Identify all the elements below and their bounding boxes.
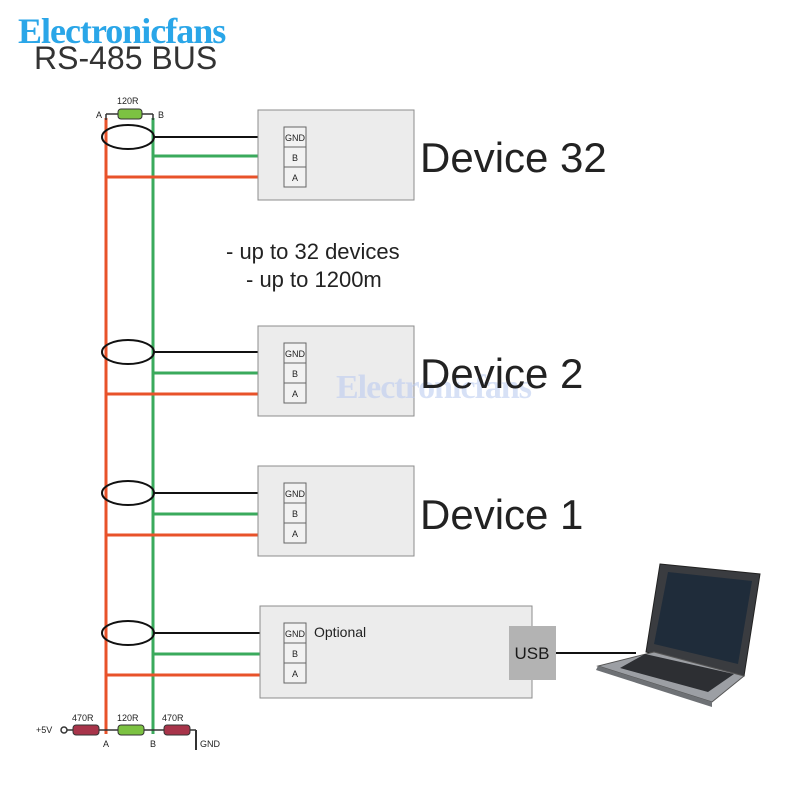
note-distance: - up to 1200m — [246, 267, 382, 292]
top-termination: 120R A B — [96, 96, 164, 120]
terminal-gnd: GND — [285, 349, 306, 359]
bottom-line-a-label: A — [103, 739, 109, 749]
termination-resistor-top — [117, 108, 143, 120]
device-32-block: GND B A — [101, 109, 415, 201]
terminal-b: B — [292, 509, 298, 519]
bottom-line-b-label: B — [150, 739, 156, 749]
ground-label: GND — [200, 739, 221, 749]
terminal-gnd: GND — [285, 489, 306, 499]
optional-label: Optional — [314, 624, 366, 640]
terminal-b: B — [292, 153, 298, 163]
laptop-icon — [596, 563, 761, 707]
terminal-a: A — [292, 529, 298, 539]
terminal-block: GND B A — [283, 622, 307, 684]
terminal-a: A — [292, 669, 298, 679]
supply-label: +5V — [36, 725, 52, 735]
bias-resistor-b — [163, 724, 191, 736]
diagram-title: RS-485 BUS — [34, 40, 218, 76]
termination-resistor-top-label: 120R — [117, 96, 139, 106]
usb-port — [509, 626, 556, 680]
terminal-a: A — [292, 173, 298, 183]
twisted-pair-ellipse — [101, 124, 155, 150]
terminal-block: GND B A — [283, 482, 307, 544]
note-devices: - up to 32 devices — [226, 239, 400, 264]
usb-adapter-block: GND B A Optional USB — [101, 605, 636, 699]
twisted-pair-ellipse — [101, 339, 155, 365]
device-1-block: GND B A — [101, 465, 415, 557]
bottom-bias-network: +5V 470R 120R 470R A B GND — [36, 713, 221, 750]
usb-port-label: USB — [515, 644, 550, 663]
termination-resistor-bottom — [117, 724, 145, 736]
device-2-label: Device 2 — [420, 350, 584, 397]
device-1-label: Device 1 — [420, 491, 584, 538]
top-line-a-label: A — [96, 110, 102, 120]
device-box — [257, 109, 415, 201]
bias-resistor-a — [72, 724, 100, 736]
supply-terminal — [60, 726, 68, 734]
device-box — [257, 465, 415, 557]
terminal-gnd: GND — [285, 133, 306, 143]
twisted-pair-ellipse — [101, 620, 155, 646]
brand-logo: Electronicfans — [18, 11, 226, 51]
bias-resistor-a-label: 470R — [72, 713, 94, 723]
twisted-pair-ellipse — [101, 480, 155, 506]
device-32-label: Device 32 — [420, 134, 607, 181]
top-line-b-label: B — [158, 110, 164, 120]
terminal-a: A — [292, 389, 298, 399]
terminal-block: GND B A — [283, 126, 307, 188]
terminal-block: GND B A — [283, 342, 307, 404]
device-2-block: GND B A — [101, 325, 415, 417]
watermark: Electronicfans — [336, 369, 532, 406]
bias-resistor-b-label: 470R — [162, 713, 184, 723]
terminal-b: B — [292, 369, 298, 379]
termination-resistor-bottom-label: 120R — [117, 713, 139, 723]
terminal-gnd: GND — [285, 629, 306, 639]
terminal-b: B — [292, 649, 298, 659]
